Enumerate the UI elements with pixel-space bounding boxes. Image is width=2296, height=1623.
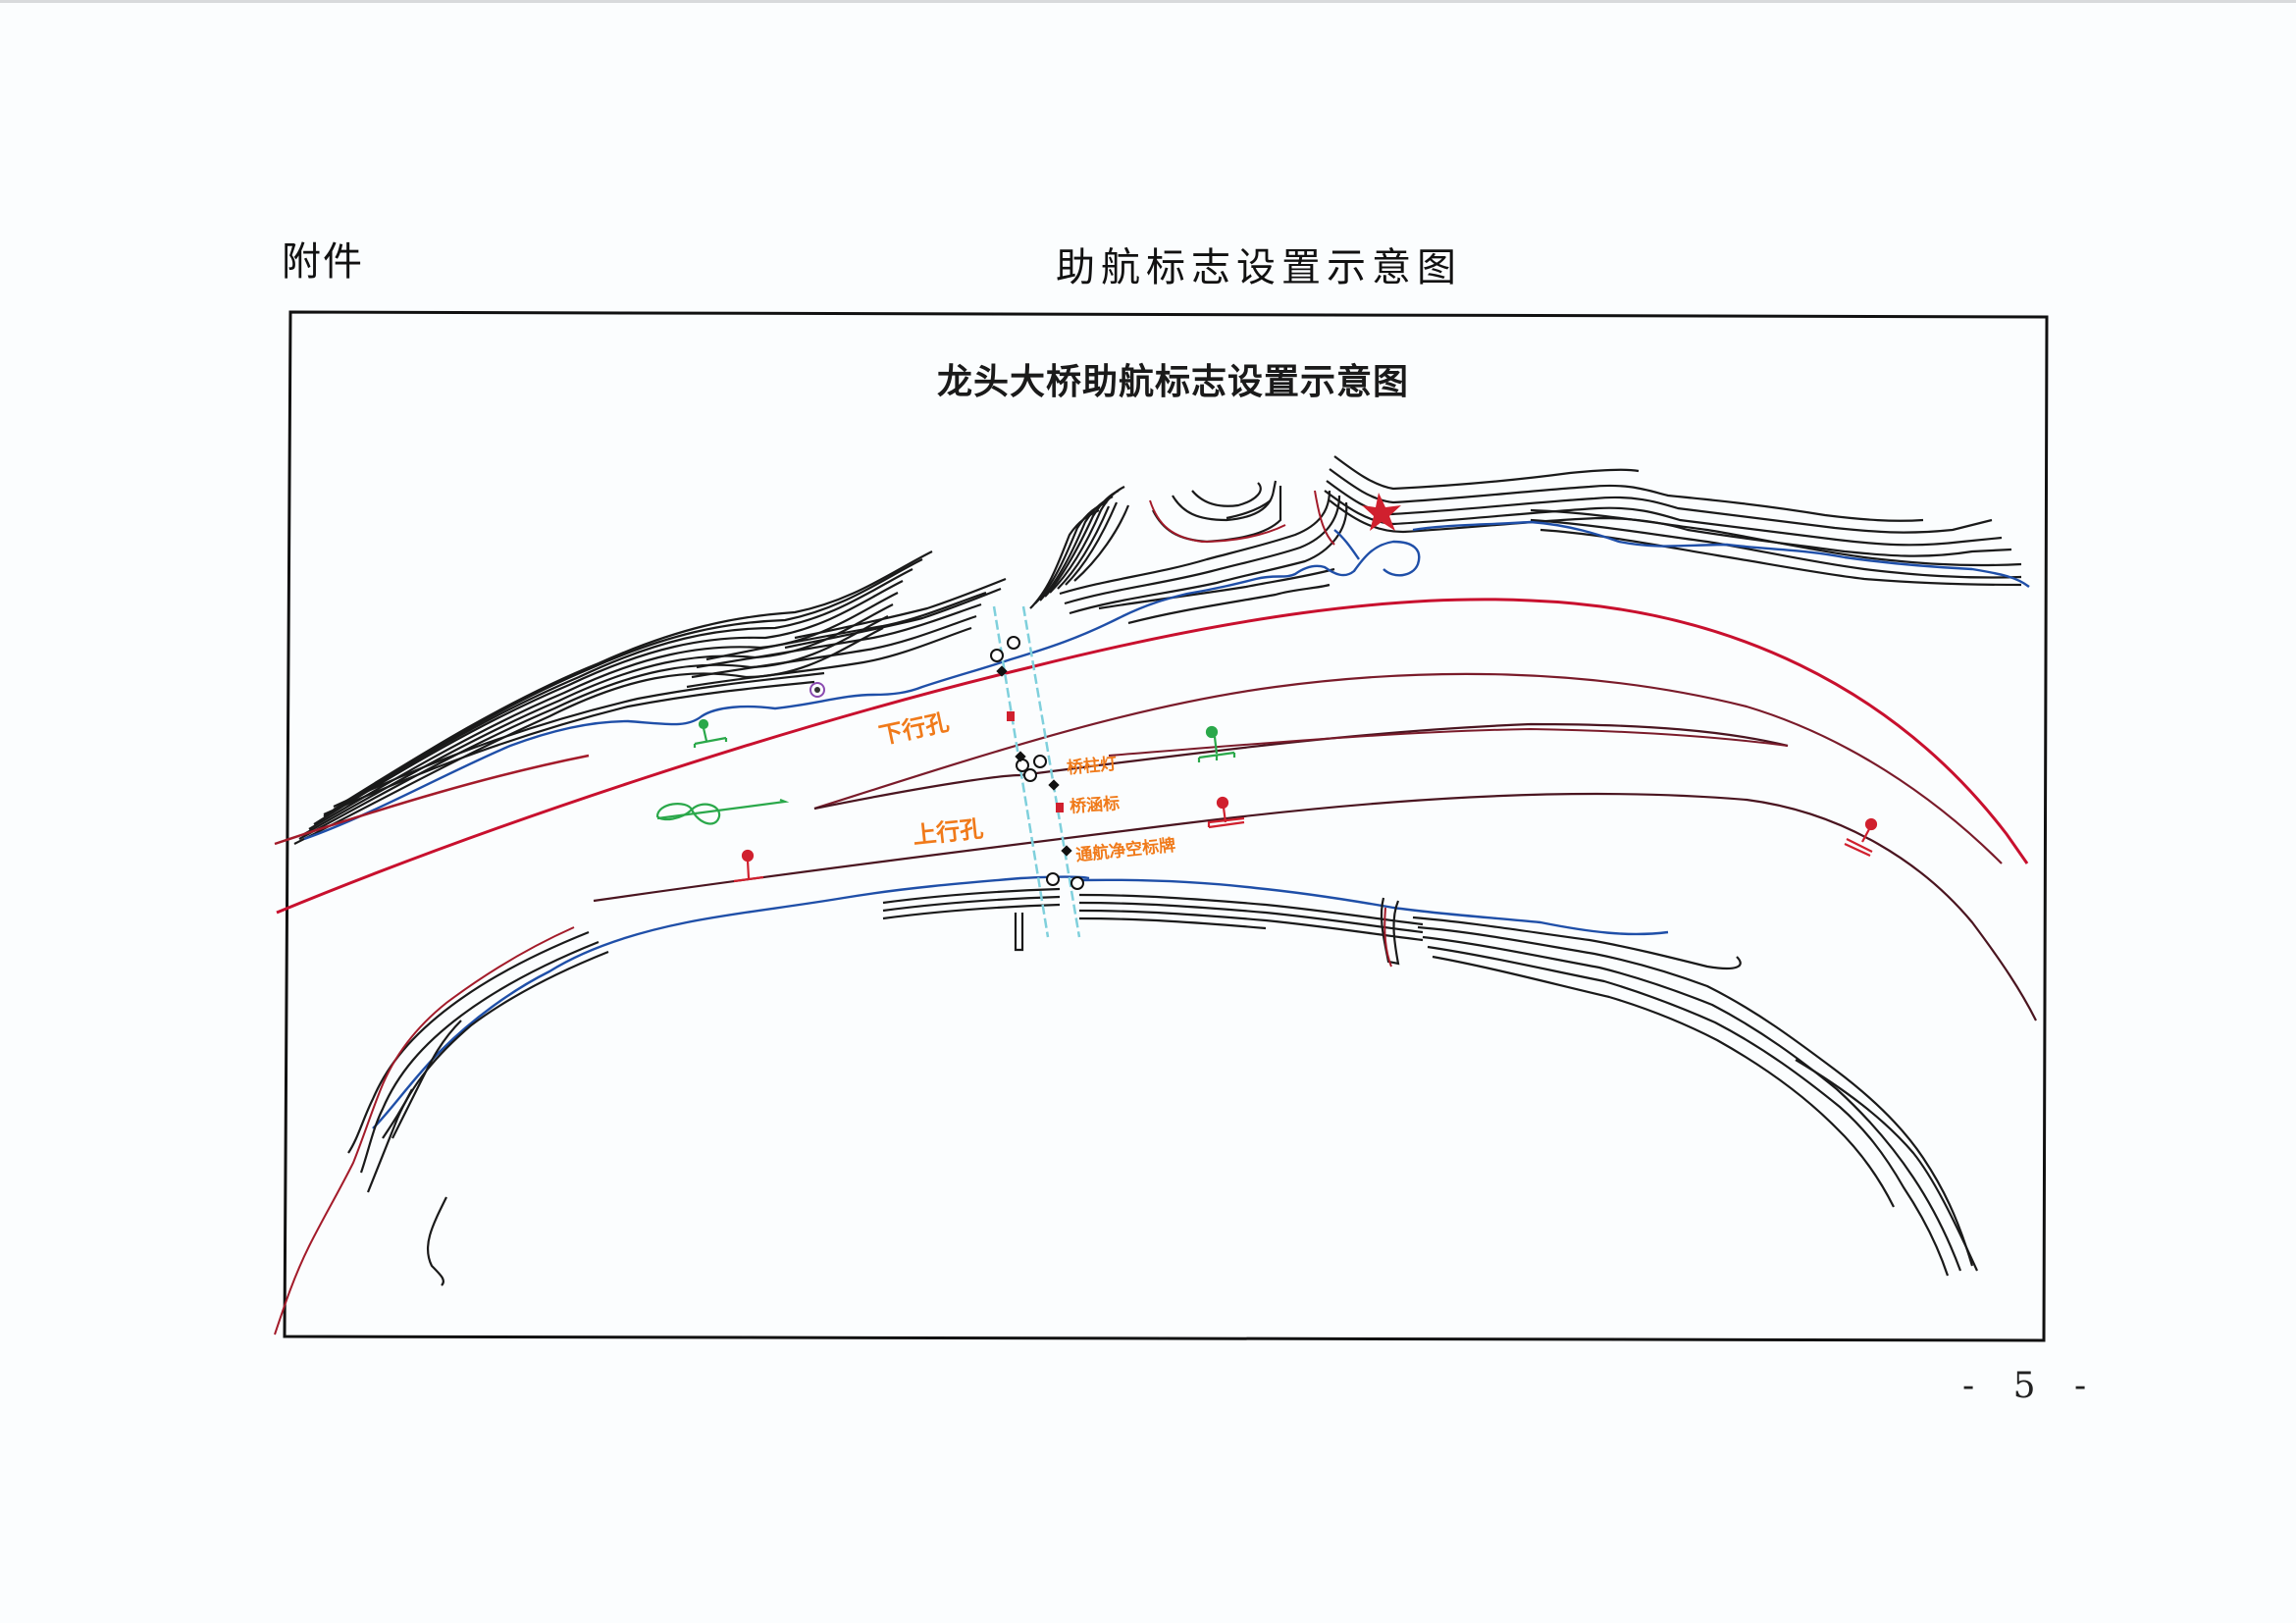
red-buoy-right xyxy=(1844,817,1878,857)
diagram-border xyxy=(283,310,2049,1342)
red-buoys xyxy=(733,796,1878,883)
page-number: - 5 - xyxy=(1962,1366,2101,1406)
document-title: 助航标志设置示意图 xyxy=(1056,245,1462,290)
south-bank-index-contours xyxy=(274,907,1392,1335)
green-buoys xyxy=(655,718,1236,825)
star-landmark-icon xyxy=(1362,493,1401,531)
channel-intersection-points xyxy=(996,665,1072,857)
signal-station-icon xyxy=(809,682,825,698)
landmark-icons xyxy=(809,493,1401,698)
green-turning-mark xyxy=(655,798,790,825)
label-upstream-span: 上行孔 xyxy=(911,814,985,850)
bridge-piers xyxy=(990,636,1084,890)
pier-light-icon xyxy=(1007,636,1020,650)
label-pier-light: 桥柱灯 xyxy=(1066,754,1118,779)
green-buoy-left xyxy=(693,718,728,748)
label-bridge-culvert-mark: 桥涵标 xyxy=(1069,794,1121,817)
hill-index-contours xyxy=(1149,490,1335,546)
hill-contours xyxy=(1029,480,1348,625)
south-bank-contours xyxy=(347,887,1979,1286)
scan-top-edge xyxy=(0,0,2296,3)
bridge-culvert-marks xyxy=(1007,711,1064,812)
diagram-title: 龙头大桥助航标志设置示意图 xyxy=(937,362,1410,402)
bridge-culvert-mark-icon xyxy=(1007,711,1015,721)
south-shoreline xyxy=(372,875,1669,1129)
north-bank-contours xyxy=(293,550,1007,845)
northeast-bank-contours xyxy=(1324,455,2022,587)
red-buoy-left xyxy=(733,849,764,883)
red-buoy-center xyxy=(1207,796,1245,829)
attachment-label: 附件 xyxy=(282,239,364,285)
channel-boundary-lines xyxy=(274,598,2037,1021)
green-buoy-right xyxy=(1197,725,1236,762)
